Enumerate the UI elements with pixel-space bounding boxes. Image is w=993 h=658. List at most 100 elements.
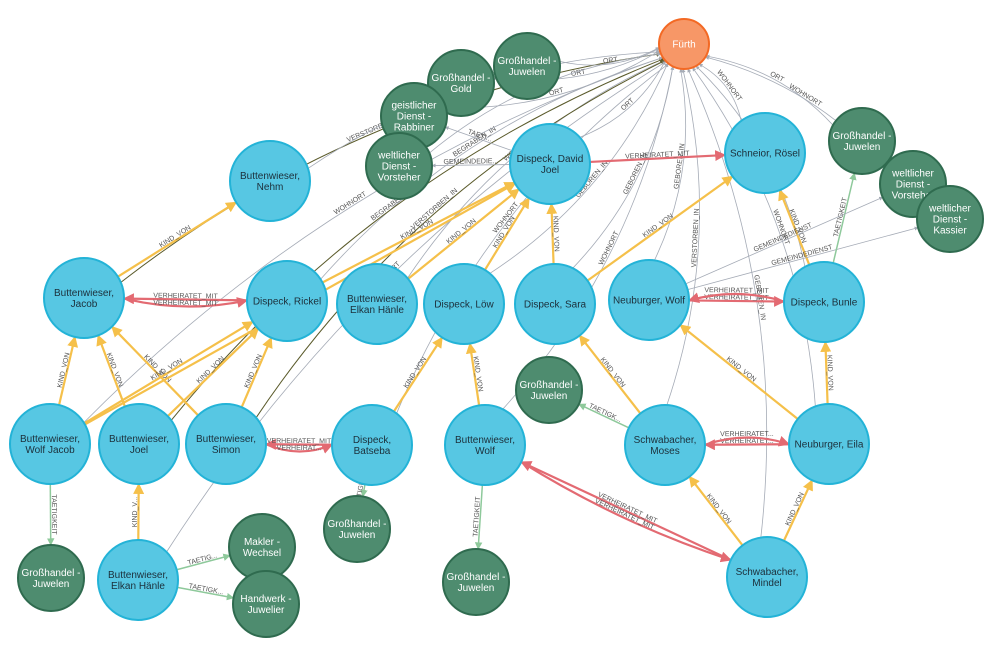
node-gh-juwelen-r[interactable]: Großhandel -Juwelen bbox=[828, 107, 896, 175]
node-circle[interactable] bbox=[43, 257, 125, 339]
node-circle[interactable] bbox=[726, 536, 808, 618]
edge-grey[interactable] bbox=[396, 63, 669, 414]
node-circle[interactable] bbox=[336, 263, 418, 345]
edge-grey[interactable] bbox=[687, 226, 919, 290]
edge-family[interactable] bbox=[465, 342, 481, 406]
node-schwab-mindel[interactable]: Schwabacher,Mindel bbox=[726, 536, 808, 618]
edge-grey[interactable] bbox=[559, 47, 660, 66]
edge-job[interactable] bbox=[578, 403, 630, 429]
edge-family[interactable] bbox=[679, 324, 799, 420]
node-dispeck-batseba[interactable]: Dispeck,Batseba bbox=[331, 404, 413, 486]
node-circle[interactable] bbox=[493, 32, 561, 100]
edge-family[interactable] bbox=[820, 340, 832, 405]
node-circle[interactable] bbox=[17, 544, 85, 612]
edge-family[interactable] bbox=[483, 197, 531, 271]
edge-marriage[interactable] bbox=[520, 461, 732, 563]
edge-family[interactable] bbox=[407, 188, 520, 280]
node-circle[interactable] bbox=[658, 18, 710, 70]
edge-marriage[interactable] bbox=[520, 460, 732, 562]
node-circle[interactable] bbox=[9, 403, 91, 485]
node-dispeck-loew[interactable]: Dispeck, Löw bbox=[423, 263, 505, 345]
node-neuburger-wolf[interactable]: Neuburger, Wolf bbox=[608, 259, 690, 341]
node-gh-juwelen-batseba[interactable]: Großhandel -Juwelen bbox=[323, 495, 391, 563]
edge-marriage[interactable] bbox=[687, 292, 785, 304]
edge-dark[interactable] bbox=[170, 58, 665, 421]
edge-family[interactable] bbox=[111, 325, 199, 417]
edge-grey[interactable] bbox=[698, 63, 742, 121]
edge-job[interactable] bbox=[177, 586, 235, 601]
node-circle[interactable] bbox=[423, 263, 505, 345]
node-circle[interactable] bbox=[444, 404, 526, 486]
edge-job[interactable] bbox=[360, 484, 368, 498]
node-schneior[interactable]: Schneior, Rösel bbox=[724, 112, 806, 194]
edge-family[interactable] bbox=[58, 335, 79, 406]
node-circle[interactable] bbox=[232, 570, 300, 638]
node-circle[interactable] bbox=[229, 140, 311, 222]
node-circle[interactable] bbox=[724, 112, 806, 194]
edge-family[interactable] bbox=[586, 175, 734, 282]
node-circle[interactable] bbox=[98, 403, 180, 485]
node-gh-juwelen-mid[interactable]: Großhandel -Juwelen bbox=[515, 356, 583, 424]
node-gh-juwelen-bm[interactable]: Großhandel -Juwelen bbox=[442, 548, 510, 616]
node-circle[interactable] bbox=[246, 260, 328, 342]
edge-family[interactable] bbox=[688, 475, 744, 547]
edge-grey[interactable] bbox=[687, 68, 768, 538]
edge-marriage[interactable] bbox=[704, 435, 791, 447]
edge-family[interactable] bbox=[546, 202, 558, 265]
node-dispeck-rickel[interactable]: Dispeck, Rickel bbox=[246, 260, 328, 342]
node-circle[interactable] bbox=[608, 259, 690, 341]
edge-marriage[interactable] bbox=[589, 150, 727, 164]
edge-grey[interactable] bbox=[692, 67, 816, 407]
edge-grey[interactable] bbox=[489, 62, 669, 274]
edge-marriage[interactable] bbox=[265, 443, 334, 454]
node-butt-simon[interactable]: Buttenwieser,Simon bbox=[185, 403, 267, 485]
node-makler[interactable]: Makler -Wechsel bbox=[228, 513, 296, 581]
edge-grey[interactable] bbox=[579, 60, 666, 138]
edge-family[interactable] bbox=[83, 320, 254, 425]
node-circle[interactable] bbox=[624, 404, 706, 486]
edge-job[interactable] bbox=[176, 553, 231, 571]
edge-grey[interactable] bbox=[685, 196, 884, 285]
edge-grey[interactable] bbox=[654, 68, 687, 261]
node-circle[interactable] bbox=[509, 123, 591, 205]
node-circle[interactable] bbox=[185, 403, 267, 485]
node-circle[interactable] bbox=[783, 261, 865, 343]
edge-family[interactable] bbox=[117, 201, 238, 278]
node-circle[interactable] bbox=[515, 356, 583, 424]
node-circle[interactable] bbox=[916, 185, 984, 253]
edge-grey[interactable] bbox=[666, 68, 700, 406]
node-butt-wolf-jacob[interactable]: Buttenwieser,Wolf Jacob bbox=[9, 403, 91, 485]
node-circle[interactable] bbox=[828, 107, 896, 175]
edge-family[interactable] bbox=[321, 181, 516, 284]
edge-marriage[interactable] bbox=[122, 293, 248, 305]
edge-grey[interactable] bbox=[444, 126, 513, 152]
node-circle[interactable] bbox=[514, 263, 596, 345]
node-butt-wolf[interactable]: Buttenwieser,Wolf bbox=[444, 404, 526, 486]
node-gh-gold[interactable]: Großhandel -Gold bbox=[427, 49, 495, 117]
edge-job[interactable] bbox=[832, 172, 857, 264]
edge-family[interactable] bbox=[392, 336, 444, 413]
edge-marriage[interactable] bbox=[123, 297, 249, 308]
node-dispeck-sara[interactable]: Dispeck, Sara bbox=[514, 263, 596, 345]
node-fuerth[interactable]: Fürth bbox=[658, 18, 710, 70]
edge-family[interactable] bbox=[167, 328, 260, 417]
node-schwab-moses[interactable]: Schwabacher,Moses bbox=[624, 404, 706, 486]
node-circle[interactable] bbox=[365, 132, 433, 200]
edge-dark[interactable] bbox=[255, 59, 666, 418]
edge-family[interactable] bbox=[782, 479, 814, 542]
node-butt-elkan-h1[interactable]: Buttenwieser,Elkan Hänle bbox=[336, 263, 418, 345]
node-butt-elkan-h2[interactable]: Buttenwieser,Elkan Hänle bbox=[97, 539, 179, 621]
node-gh-juwelen-bl[interactable]: Großhandel -Juwelen bbox=[17, 544, 85, 612]
node-circle[interactable] bbox=[97, 539, 179, 621]
edge-family[interactable] bbox=[240, 336, 273, 408]
edge-grey[interactable] bbox=[83, 56, 664, 423]
node-dispeck-bunle[interactable]: Dispeck, Bunle bbox=[783, 261, 865, 343]
node-handwerk[interactable]: Handwerk -Juwelier bbox=[232, 570, 300, 638]
edge-grey[interactable] bbox=[431, 163, 511, 168]
node-gh-juwelen-top[interactable]: Großhandel -Juwelen bbox=[493, 32, 561, 100]
node-circle[interactable] bbox=[331, 404, 413, 486]
edge-grey[interactable] bbox=[705, 54, 834, 126]
